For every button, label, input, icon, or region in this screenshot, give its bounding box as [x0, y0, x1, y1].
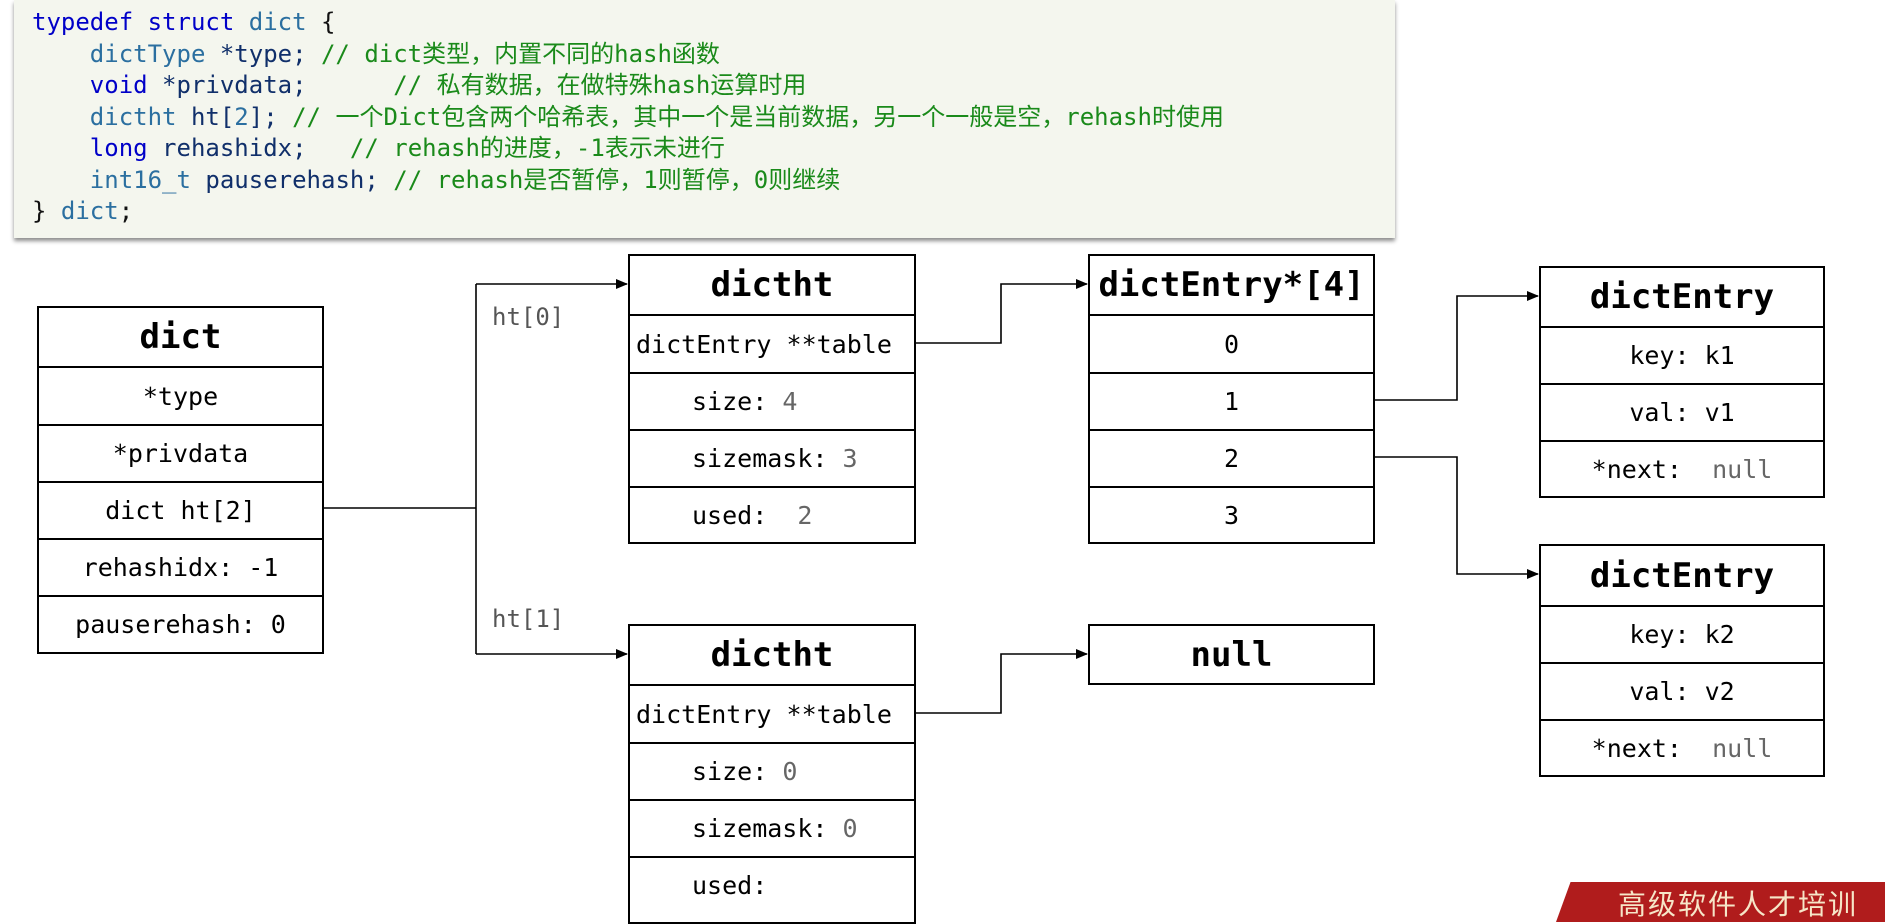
dict-field-privdata: *privdata [39, 424, 322, 481]
dict-field-type: *type [39, 366, 322, 424]
dictht0-size: size: 4 [630, 372, 914, 429]
dictht0-box: dictht dictEntry **table size: 4 sizemas… [628, 254, 916, 544]
dictht0-used: used: 2 [630, 486, 914, 542]
array-slot-3: 3 [1090, 486, 1373, 542]
entry1-val: val: v1 [1541, 383, 1823, 440]
dictht1-title: dictht [710, 635, 834, 675]
null-title: null [1190, 634, 1273, 675]
dictht1-sizemask: sizemask: 0 [630, 799, 914, 856]
entry2-next-value: null [1712, 733, 1773, 763]
dict-field-pauserehash: pauserehash: 0 [39, 595, 322, 652]
dictht1-size-value: 0 [782, 757, 798, 786]
entry1-title: dictEntry [1589, 277, 1775, 317]
dict-entry-2: dictEntry key: k2 val: v2 *next: null [1539, 544, 1825, 777]
label-ht0: ht[0] [492, 303, 565, 331]
code-line-7: } dict; [32, 197, 134, 225]
dictht1-sizemask-value: 0 [842, 814, 858, 843]
entry2-title: dictEntry [1589, 555, 1775, 596]
dictht0-sizemask: sizemask: 3 [630, 429, 914, 486]
dictht0-title: dictht [710, 265, 834, 305]
dict-title: dict [139, 317, 222, 357]
brand-banner-text: 高级软件人才培训 [1618, 888, 1859, 921]
entry2-next: *next: null [1541, 719, 1823, 775]
entry1-next: *next: null [1541, 440, 1823, 496]
dict-field-ht: dict ht[2] [39, 481, 322, 538]
entry1-key: key: k1 [1541, 326, 1823, 383]
null-box: null [1088, 624, 1375, 685]
entry2-key: key: k2 [1541, 605, 1823, 662]
dictht1-box: dictht dictEntry **table size: 0 sizemas… [628, 624, 916, 924]
dictht1-table: dictEntry **table [630, 684, 914, 742]
code-line-5: long rehashidx; // rehash的进度，-1表示未进行 [89, 134, 725, 162]
entry2-val: val: v2 [1541, 662, 1823, 719]
code-panel: typedef struct dict { dictType *type; //… [14, 0, 1395, 238]
code-line-6: int16_t pauserehash; // rehash是否暂停，1则暂停，… [89, 165, 841, 194]
entry-array-box: dictEntry*[4] 0 1 2 3 [1088, 254, 1375, 544]
arrow-slot2-to-entry2 [1374, 456, 1539, 579]
dict-box: dict *type *privdata dict ht[2] rehashid… [37, 306, 324, 654]
code-line-3: void *privdata; // 私有数据，在做特殊hash运算时用 [89, 71, 807, 99]
dictht0-table: dictEntry **table [630, 314, 914, 372]
connector-wires [322, 279, 1539, 714]
dictht1-size: size: 0 [630, 742, 914, 799]
dictht0-size-value: 4 [782, 387, 798, 416]
dictht0-used-value: 2 [797, 500, 813, 530]
dictht1-used: used: [630, 856, 914, 913]
array-slot-2: 2 [1090, 429, 1373, 486]
array-slot-1: 1 [1090, 372, 1373, 429]
entry-array-title: dictEntry*[4] [1098, 265, 1365, 305]
array-slot-0: 0 [1090, 314, 1373, 372]
entry1-next-value: null [1712, 454, 1773, 484]
code-line-4: dictht ht[2]; // 一个Dict包含两个哈希表，其中一个是当前数据… [89, 102, 1224, 131]
label-ht1: ht[1] [492, 605, 565, 633]
dict-entry-1: dictEntry key: k1 val: v1 *next: null [1539, 266, 1825, 498]
arrow-slot1-to-entry1 [1374, 291, 1539, 401]
dictht0-sizemask-value: 3 [842, 444, 858, 473]
code-line-2: dictType *type; // dict类型，内置不同的hash函数 [89, 39, 720, 68]
arrow-table0-to-array [915, 279, 1088, 344]
dict-field-rehashidx: rehashidx: -1 [39, 538, 322, 595]
code-line-1: typedef struct dict { [32, 8, 336, 36]
arrow-table1-to-null [915, 649, 1088, 714]
